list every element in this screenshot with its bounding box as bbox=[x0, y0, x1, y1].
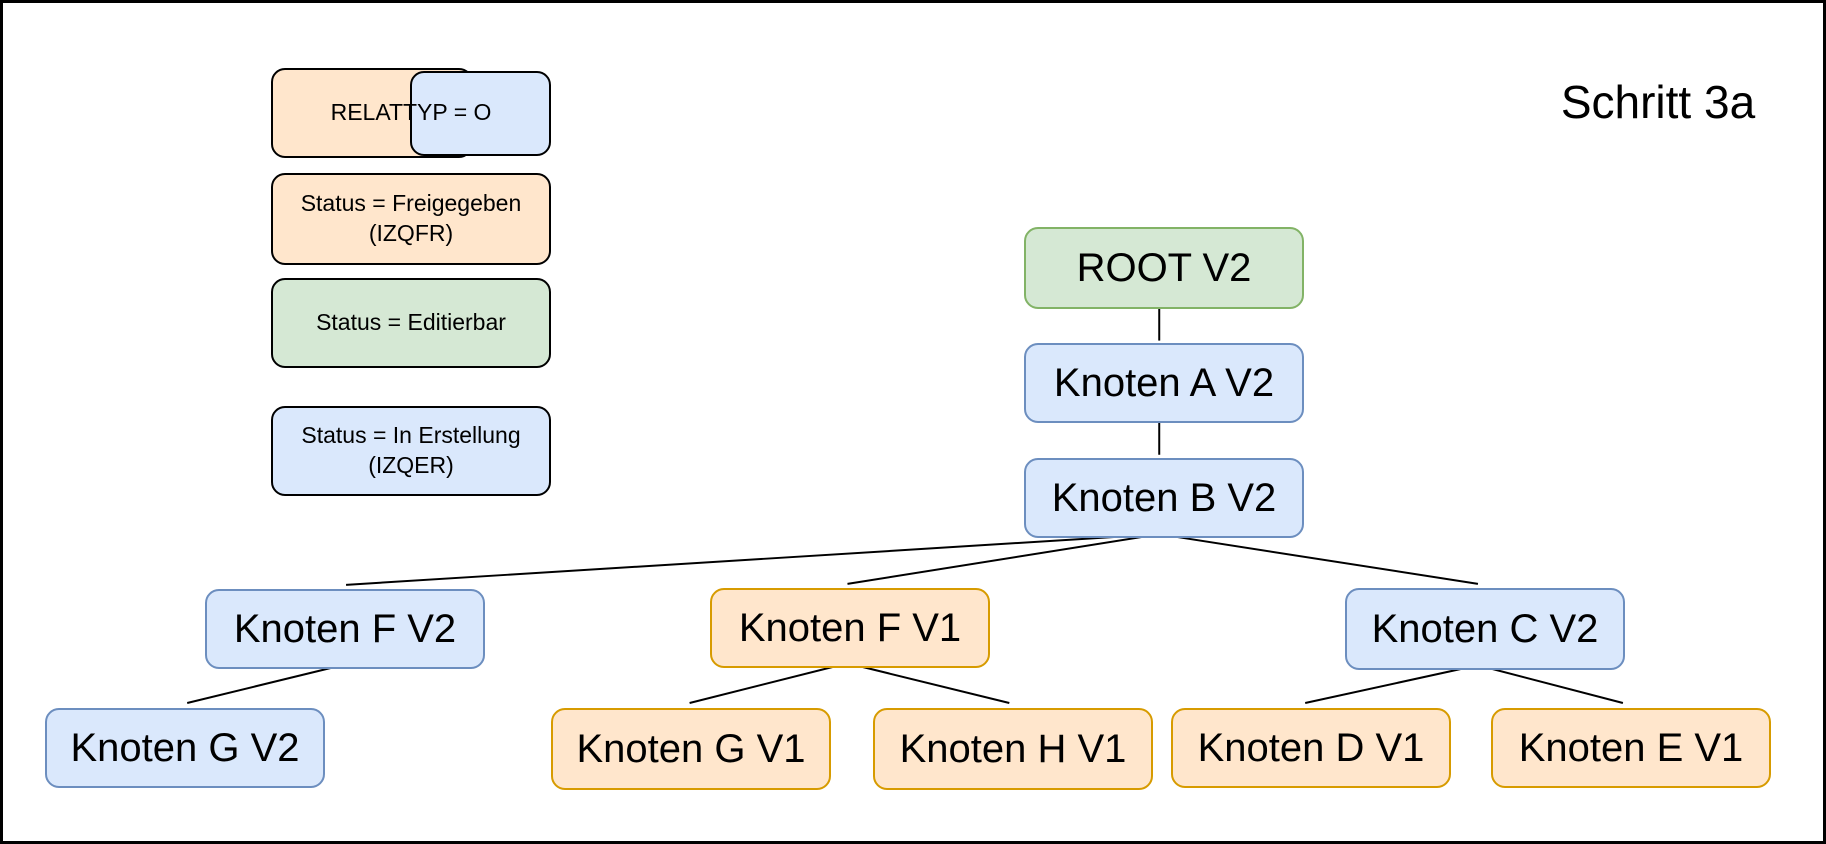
tree-edge-b-f2 bbox=[345, 533, 1160, 586]
legend-item-in-erstellung: Status = In Erstellung (IZQER) bbox=[271, 406, 551, 496]
tree-node-f1: Knoten F V1 bbox=[710, 588, 990, 668]
tree-node-g2: Knoten G V2 bbox=[45, 708, 325, 788]
tree-edge-f1-g1 bbox=[689, 662, 848, 704]
diagram-edges-layer bbox=[186, 306, 1624, 704]
legend: RELATTYP = O Status = Freigegeben (IZQFR… bbox=[3, 3, 1823, 841]
legend-relattyp-blue-box bbox=[410, 71, 551, 156]
tree-node-root: ROOT V2 bbox=[1024, 227, 1304, 309]
tree-node-g1: Knoten G V1 bbox=[551, 708, 831, 790]
tree-edge-c2-e1 bbox=[1477, 664, 1624, 704]
tree-edge-c2-d1 bbox=[1304, 664, 1479, 704]
diagram-nodes-layer: ROOT V2 Knoten A V2 Knoten B V2 Knoten F V2… bbox=[3, 3, 1823, 841]
legend-item-editierbar: Status = Editierbar bbox=[271, 278, 551, 368]
tree-edge-b-f1 bbox=[847, 533, 1160, 585]
tree-edge-b-c2 bbox=[1159, 533, 1479, 585]
legend-relattyp-label: RELATTYP = O bbox=[330, 99, 492, 126]
tree-node-a: Knoten A V2 bbox=[1024, 343, 1304, 423]
tree-node-c2: Knoten C V2 bbox=[1345, 588, 1625, 670]
tree-node-e1: Knoten E V1 bbox=[1491, 708, 1771, 788]
tree-edge-f1-h1 bbox=[847, 662, 1010, 704]
legend-item-freigegeben: Status = Freigegeben (IZQFR) bbox=[271, 173, 551, 265]
tree-node-f2: Knoten F V2 bbox=[205, 589, 485, 669]
tree-node-h1: Knoten H V1 bbox=[873, 708, 1153, 790]
tree-node-b: Knoten B V2 bbox=[1024, 458, 1304, 538]
tree-node-d1: Knoten D V1 bbox=[1171, 708, 1451, 788]
tree-edge-f2-g2 bbox=[186, 663, 347, 704]
diagram-title: Schritt 3a bbox=[1560, 76, 1756, 128]
